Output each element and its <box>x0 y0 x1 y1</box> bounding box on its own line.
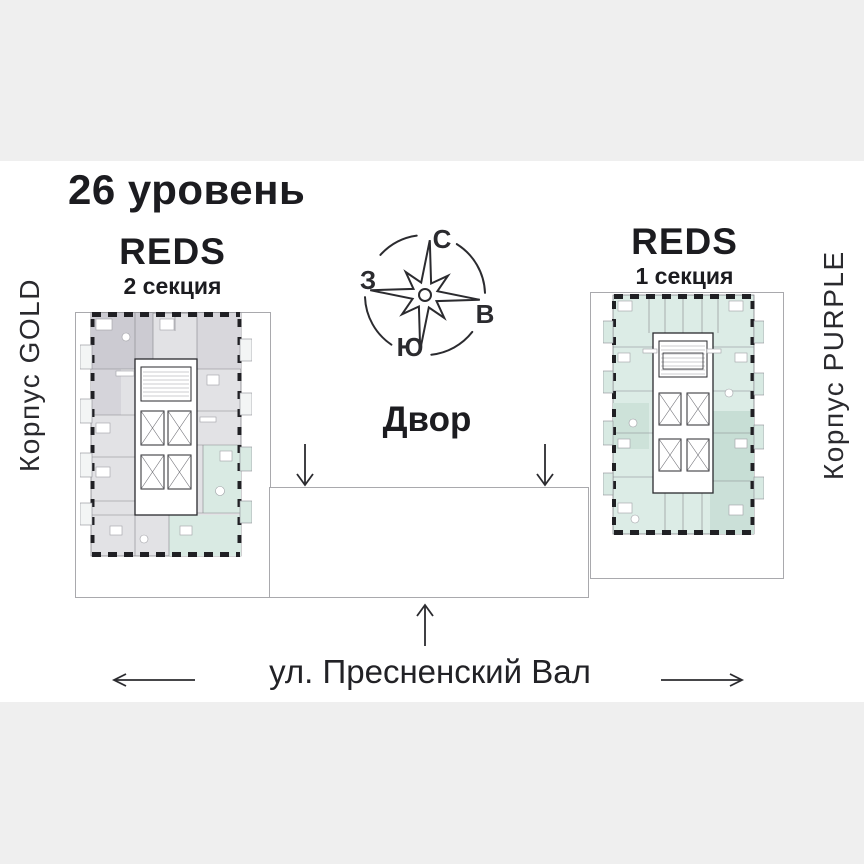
courtyard-band <box>269 487 589 598</box>
gold-wing-label: Корпус GOLD <box>14 278 45 472</box>
purple-partitions <box>613 295 754 534</box>
street-arrow-right-icon <box>661 673 745 687</box>
floorplan-gold <box>80 312 252 557</box>
compass-hub <box>418 288 432 302</box>
gold-balconies <box>80 338 252 526</box>
purple-plot-outline <box>590 292 784 579</box>
purple-stairs <box>658 340 708 378</box>
compass-circle <box>364 234 486 356</box>
page-title: 26 уровень <box>68 166 306 213</box>
compass-east-label: В <box>476 299 495 329</box>
purple-section-label: 1 секция <box>635 263 734 289</box>
compass-west-label: З <box>360 265 376 295</box>
gold-core <box>134 358 198 516</box>
purple-furniture <box>617 300 748 524</box>
compass-rose: С В Ю З <box>360 224 495 362</box>
purple-balconies <box>603 320 764 500</box>
arrow-down-left-icon <box>296 444 314 487</box>
gold-section-label: 2 секция <box>123 273 222 299</box>
arrow-down-right-icon <box>536 444 554 487</box>
purple-wing-label: Корпус PURPLE <box>818 250 849 480</box>
purple-brand-label: REDS <box>631 221 738 262</box>
arrow-up-icon <box>416 603 434 646</box>
purple-core <box>652 332 714 494</box>
street-arrow-left-icon <box>111 673 195 687</box>
gold-brand-label: REDS <box>119 231 226 272</box>
floorplan-purple <box>603 294 764 535</box>
courtyard-label: Двор <box>382 400 472 439</box>
gold-section-header: REDS 2 секция <box>95 233 250 298</box>
purple-dark-rooms <box>613 403 754 534</box>
purple-perimeter-walls <box>612 294 755 535</box>
gold-perimeter-walls <box>90 312 242 557</box>
purple-section-header: REDS 1 секция <box>607 223 762 288</box>
gold-furniture <box>95 318 233 544</box>
compass-south-label: Ю <box>397 332 424 362</box>
compass-north-label: С <box>433 224 452 254</box>
street-label: ул. Пресненский Вал <box>269 653 591 690</box>
